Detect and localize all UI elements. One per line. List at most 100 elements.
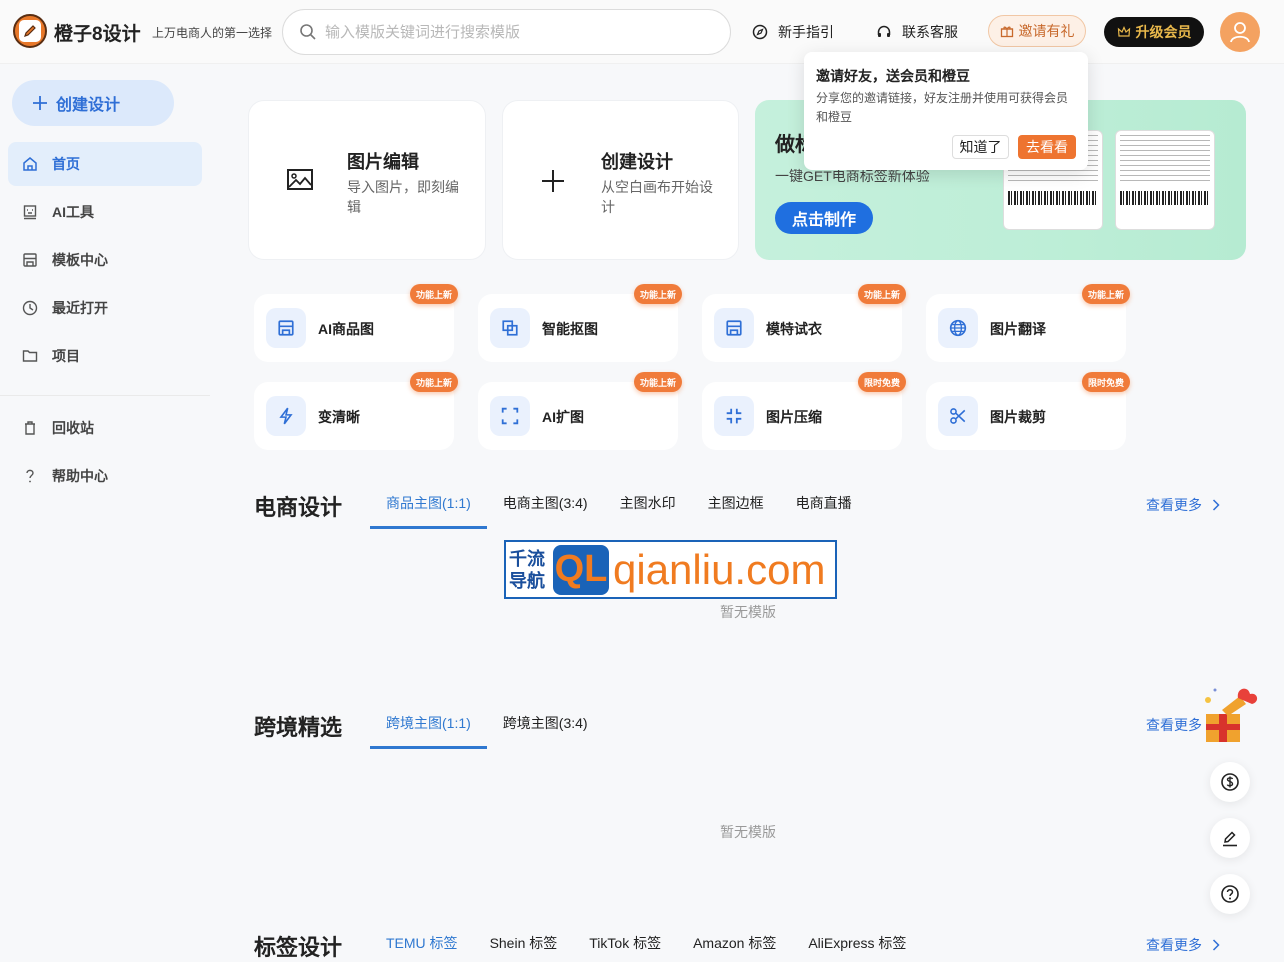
tool-label: 图片翻译 [990, 321, 1046, 337]
pricing-button[interactable] [1210, 762, 1250, 802]
view-more-link[interactable]: 查看更多 [1146, 495, 1220, 515]
tab-aliexpress[interactable]: AliExpress 标签 [808, 935, 907, 951]
sidebar-item-home[interactable]: 首页 [8, 142, 202, 186]
tab-live[interactable]: 电商直播 [795, 495, 852, 511]
tab-shein[interactable]: Shein 标签 [489, 935, 558, 951]
image-icon [287, 169, 313, 190]
compress-icon [726, 408, 742, 424]
headset-icon [877, 25, 891, 37]
tab-tiktok[interactable]: TikTok 标签 [589, 935, 662, 951]
sidebar-item-label: 项目 [52, 348, 80, 364]
clock-icon [22, 300, 38, 316]
new-badge: 功能上新 [409, 372, 458, 392]
chevron-right-icon [1212, 499, 1220, 511]
view-more-label: 查看更多 [1146, 937, 1202, 953]
guide-link[interactable]: 新手指引 [752, 22, 834, 42]
section-tabs: TEMU 标签 Shein 标签 TikTok 标签 Amazon 标签 Ali… [370, 921, 922, 962]
sidebar-item-label: 首页 [52, 156, 80, 172]
create-design-button[interactable]: 创建设计 [12, 80, 174, 126]
tool-label: 图片裁剪 [990, 409, 1046, 425]
vip-label: 升级会员 [1135, 24, 1192, 40]
compass-icon [752, 24, 768, 40]
help-button[interactable] [1210, 874, 1250, 914]
support-link[interactable]: 联系客服 [876, 22, 958, 42]
tool-label: 模特试衣 [766, 321, 822, 337]
popover-go-button[interactable]: 去看看 [1018, 135, 1076, 159]
tab-cross-3-4[interactable]: 跨境主图(3:4) [502, 715, 588, 731]
new-badge: 功能上新 [633, 284, 682, 304]
tab-amazon[interactable]: Amazon 标签 [693, 935, 777, 951]
tab-temu[interactable]: TEMU 标签 [370, 921, 474, 962]
empty-state: 暂无模版 [720, 604, 776, 620]
popover-body: 分享您的邀请链接，好友注册并使用可获得会员和橙豆 [816, 91, 1069, 124]
tab-main-1-1[interactable]: 商品主图(1:1) [370, 481, 487, 529]
sidebar-item-trash[interactable]: 回收站 [8, 406, 202, 450]
section-title: 标签设计 [254, 935, 343, 960]
dollar-icon [1221, 773, 1239, 791]
globe-icon [949, 319, 967, 337]
tool-translate[interactable]: 图片翻译 功能上新 [926, 284, 1130, 362]
tab-main-3-4[interactable]: 电商主图(3:4) [502, 495, 588, 511]
tool-enhance[interactable]: 变清晰 功能上新 [254, 372, 458, 450]
gift-box-icon[interactable] [1200, 686, 1260, 746]
popover-dismiss-button[interactable]: 知道了 [952, 135, 1009, 159]
sidebar-item-templates[interactable]: 模板中心 [8, 238, 202, 282]
slogan: 上万电商人的第一选择 [152, 26, 273, 40]
sidebar-item-projects[interactable]: 项目 [8, 334, 202, 378]
view-more-link[interactable]: 查看更多 [1146, 715, 1202, 735]
sidebar-item-recent[interactable]: 最近打开 [8, 286, 202, 330]
sidebar-item-ai-tools[interactable]: AI工具 [8, 190, 202, 234]
search-icon [300, 24, 316, 40]
user-icon [1230, 22, 1250, 43]
tool-cutout[interactable]: 智能抠图 功能上新 [478, 284, 682, 362]
card-subtitle: 从空白画布开始设计 [601, 179, 713, 215]
tool-compress[interactable]: 图片压缩 限时免费 [702, 372, 906, 450]
empty-state: 暂无模版 [720, 824, 776, 840]
trash-icon [25, 421, 35, 435]
banner-make-button[interactable]: 点击制作 [775, 202, 873, 234]
tool-label: 智能抠图 [542, 321, 598, 337]
view-more-label: 查看更多 [1146, 717, 1202, 733]
sidebar: 创建设计 首页 AI工具 模板中心 最近打开 项目 回收站 帮助中心 [0, 64, 210, 962]
sidebar-item-label: 最近打开 [52, 300, 108, 316]
bolt-icon [279, 407, 293, 425]
store-icon [278, 320, 294, 336]
tool-crop[interactable]: 图片裁剪 限时免费 [926, 372, 1130, 450]
tool-label: AI商品图 [318, 321, 374, 337]
create-design-card[interactable]: 创建设计 从空白画布开始设计 [502, 100, 739, 260]
avatar[interactable] [1220, 12, 1260, 52]
tool-ai-expand[interactable]: AI扩图 功能上新 [478, 372, 682, 450]
logo-icon[interactable] [13, 14, 47, 48]
folder-icon [22, 350, 38, 362]
tool-ai-product[interactable]: AI商品图 功能上新 [254, 284, 458, 362]
watermark-ql: QL [553, 544, 609, 595]
expand-icon [501, 407, 519, 425]
new-badge: 功能上新 [857, 284, 906, 304]
search-box[interactable] [282, 9, 731, 55]
question-circle-icon [1221, 885, 1239, 903]
guide-label: 新手指引 [778, 24, 834, 40]
tab-cross-1-1[interactable]: 跨境主图(1:1) [370, 701, 487, 749]
card-title: 创建设计 [601, 152, 673, 172]
search-input[interactable] [325, 23, 705, 41]
crown-icon [1117, 26, 1130, 37]
image-edit-card[interactable]: 图片编辑 导入图片，即刻编辑 [248, 100, 486, 260]
view-more-link[interactable]: 查看更多 [1146, 935, 1220, 955]
tab-border[interactable]: 主图边框 [707, 495, 764, 511]
watermark-url: qianliu.com [613, 545, 826, 593]
upgrade-vip-button[interactable]: 升级会员 [1104, 17, 1204, 47]
free-badge: 限时免费 [857, 372, 906, 392]
popover-title: 邀请好友，送会员和橙豆 [816, 68, 970, 84]
sidebar-divider [0, 395, 210, 396]
invite-button[interactable]: 邀请有礼 [988, 15, 1086, 47]
sidebar-item-label: 帮助中心 [52, 468, 108, 484]
feedback-button[interactable] [1210, 818, 1250, 858]
free-badge: 限时免费 [1081, 372, 1130, 392]
tool-model-tryon[interactable]: 模特试衣 功能上新 [702, 284, 906, 362]
robot-icon [23, 205, 37, 220]
brand-name[interactable]: 橙子8设计 [54, 24, 141, 45]
new-badge: 功能上新 [409, 284, 458, 304]
sidebar-item-label: 模板中心 [52, 252, 108, 268]
tab-watermark[interactable]: 主图水印 [619, 495, 676, 511]
sidebar-item-help[interactable]: 帮助中心 [8, 454, 202, 498]
